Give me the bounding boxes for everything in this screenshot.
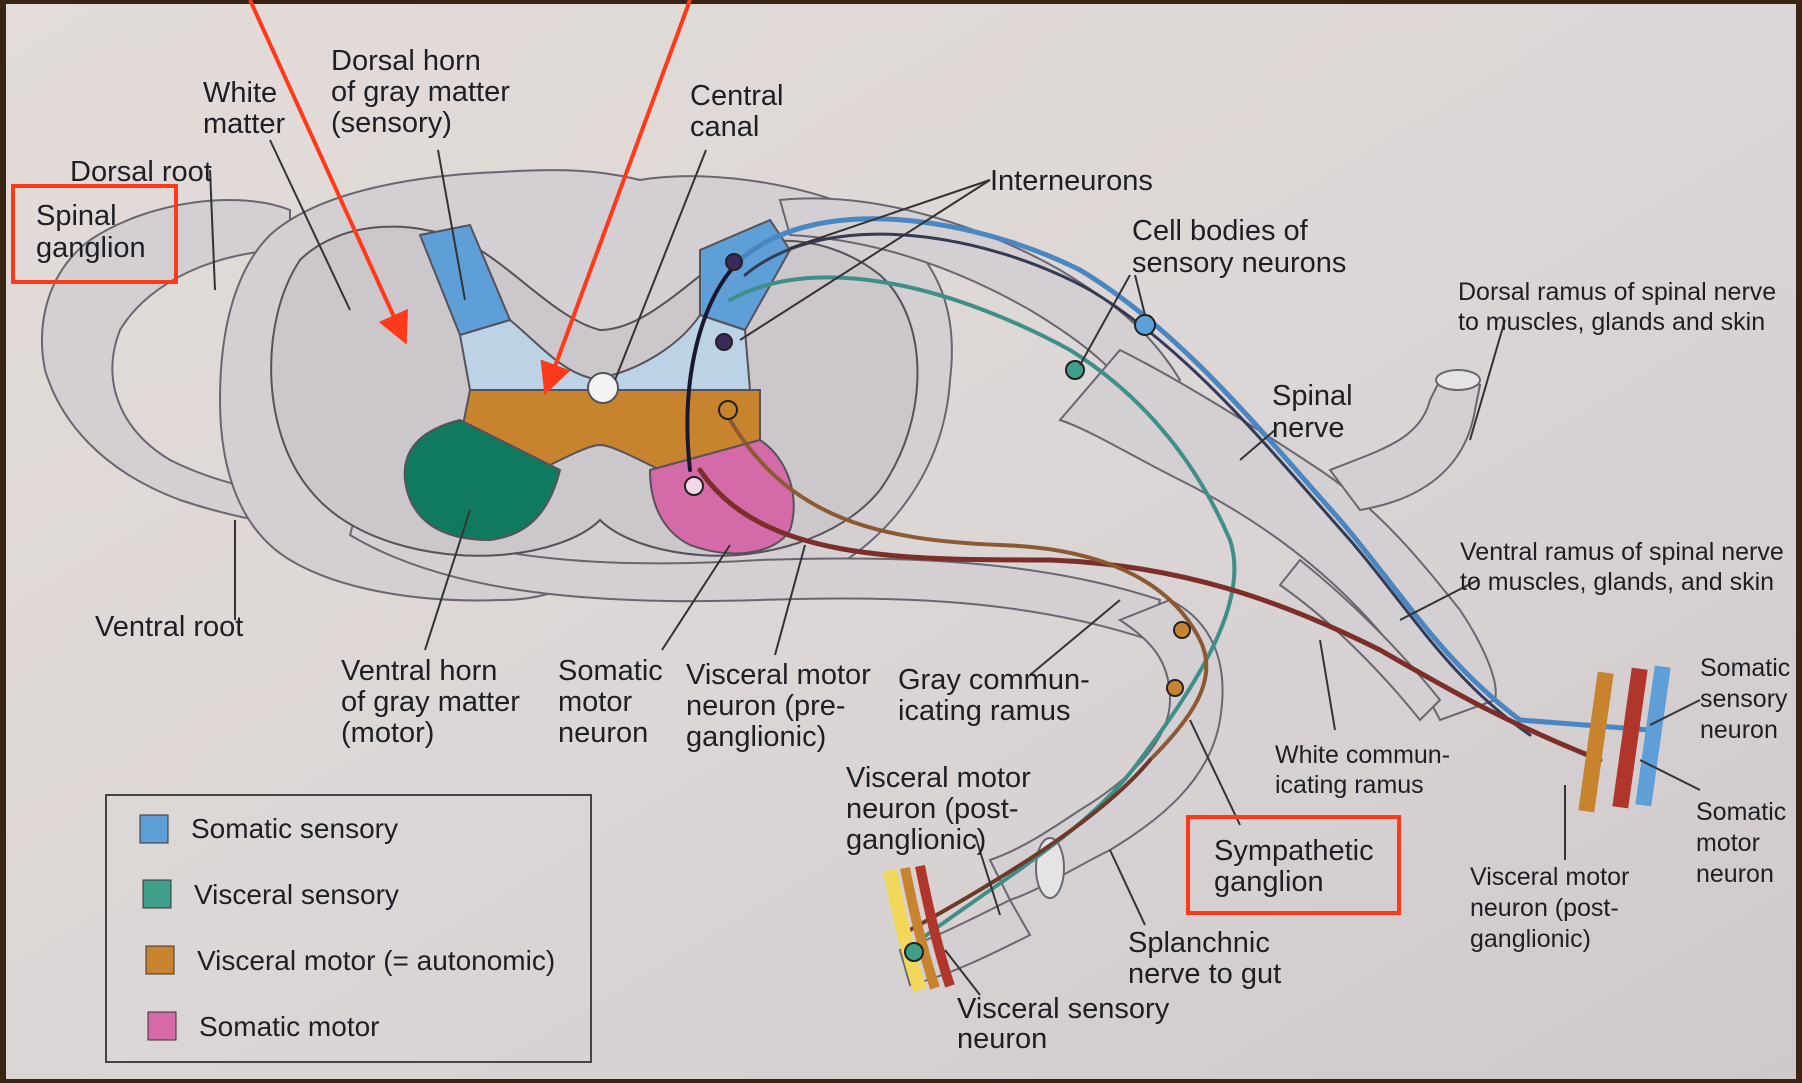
label-cell-bodies: Cell bodies of sensory neurons xyxy=(1132,215,1346,279)
legend-item: Visceral motor (= autonomic) xyxy=(146,945,555,976)
legend-swatch-visceral-sensory xyxy=(143,880,171,908)
legend-swatch-somatic-motor xyxy=(148,1012,176,1040)
central-canal xyxy=(588,373,618,403)
sensory-body-1 xyxy=(1135,315,1155,335)
label-interneurons: Interneurons xyxy=(990,165,1153,197)
dorsal-ramus-end xyxy=(1436,370,1480,390)
label-ventral-root: Ventral root xyxy=(95,611,243,643)
label-splanchnic-nerve: Splanchnic nerve to gut xyxy=(1128,927,1281,990)
ganglion-body-2 xyxy=(1167,680,1183,696)
somatic-motor-body xyxy=(685,477,703,495)
label-white-matter: White matter xyxy=(203,77,286,140)
label-dorsal-root: Dorsal root xyxy=(70,156,212,188)
ganglion-body-1 xyxy=(1174,622,1190,638)
interneuron-body-2 xyxy=(716,334,732,350)
legend-label: Visceral sensory xyxy=(194,879,399,910)
legend-swatch-somatic-sensory xyxy=(140,815,168,843)
interneuron-body-1 xyxy=(726,254,742,270)
legend-swatch-visceral-motor xyxy=(146,946,174,974)
visceral-motor-body xyxy=(719,401,737,419)
legend-label: Somatic sensory xyxy=(191,813,398,844)
legend-label: Somatic motor xyxy=(199,1011,380,1042)
legend-label: Visceral motor (= autonomic) xyxy=(197,945,555,976)
label-gray-ramus: Gray commun- icating ramus xyxy=(898,664,1098,727)
